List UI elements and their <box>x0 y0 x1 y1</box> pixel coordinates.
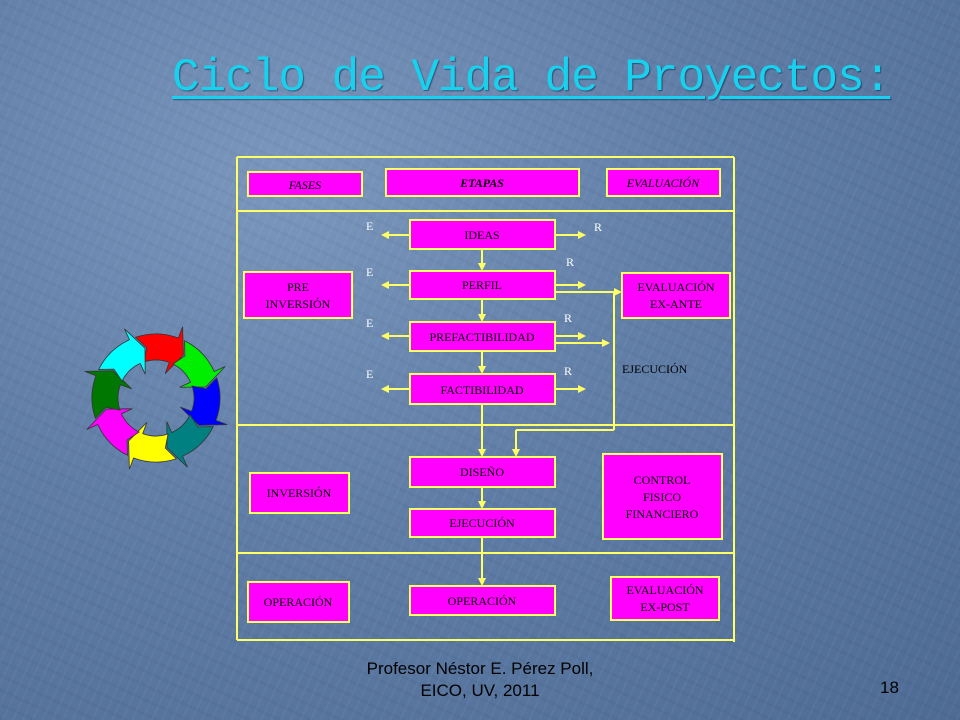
r-arrows <box>555 231 586 393</box>
etapa-diseno-box: DISEÑO <box>409 456 556 488</box>
control-fisico-financiero-box: CONTROL FISICO FINANCIERO <box>602 453 723 540</box>
r-label-ideas: R <box>594 220 602 234</box>
page-number: 18 <box>880 678 899 697</box>
e-label-perfil: E <box>366 265 373 279</box>
fase-inversion-label: INVERSIÓN <box>267 486 332 500</box>
r-label-prefactibilidad: R <box>564 311 572 325</box>
diagram-frame <box>236 156 735 642</box>
header-etapas-label: ETAPAS <box>459 176 504 190</box>
footer-line1: Profesor Néstor E. Pérez Poll, <box>366 659 594 678</box>
fase-operacion-label: OPERACIÓN <box>264 595 333 609</box>
etapa-operacion-label: OPERACIÓN <box>448 594 517 608</box>
control-line1: CONTROL <box>634 473 691 487</box>
control-line3: FINANCIERO <box>626 507 699 521</box>
fase-inversion-box: INVERSIÓN <box>249 472 350 514</box>
header-etapas-box: ETAPAS <box>385 168 580 197</box>
etapa-prefactibilidad-box: PREFACTIBILIDAD <box>409 321 556 352</box>
e-labels: E E E E <box>366 219 373 381</box>
footer-line2: EICO, UV, 2011 <box>420 681 540 700</box>
control-line2: FISICO <box>643 490 681 504</box>
cycle-arrows-group <box>84 326 228 470</box>
header-fases-box: FASES <box>247 171 363 197</box>
etapa-ideas-label: IDEAS <box>464 228 499 242</box>
ejecucion-flow-label: EJECUCIÓN <box>622 362 688 376</box>
cycle-arrows-icon <box>84 326 228 470</box>
fase-preinversion-line2: INVERSIÓN <box>266 297 331 311</box>
etapa-ideas-box: IDEAS <box>409 219 556 250</box>
r-labels: R R R R <box>564 220 602 378</box>
evaluacion-exante-line2: EX-ANTE <box>650 297 702 311</box>
r-label-factibilidad: R <box>564 364 572 378</box>
etapa-diseno-label: DISEÑO <box>460 465 504 479</box>
e-label-prefactibilidad: E <box>366 316 373 330</box>
etapa-perfil-box: PERFIL <box>409 270 556 300</box>
slide-footer: Profesor Néstor E. Pérez Poll, EICO, UV,… <box>330 658 630 702</box>
etapa-ejecucion-label: EJECUCIÓN <box>449 516 515 530</box>
etapa-factibilidad-label: FACTIBILIDAD <box>440 383 523 397</box>
evaluacion-exante-box: EVALUACIÓN EX-ANTE <box>621 272 731 319</box>
header-evaluacion-label: EVALUACIÓN <box>626 176 700 190</box>
exante-connectors <box>512 288 622 457</box>
etapa-operacion-box: OPERACIÓN <box>409 585 556 616</box>
evaluacion-expost-line2: EX-POST <box>640 600 690 614</box>
fase-operacion-box: OPERACIÓN <box>247 581 350 623</box>
e-label-factibilidad: E <box>366 367 373 381</box>
etapa-perfil-label: PERFIL <box>462 278 502 292</box>
fase-preinversion-line1: PRE <box>287 280 309 294</box>
etapa-ejecucion-box: EJECUCIÓN <box>409 508 556 538</box>
evaluacion-expost-box: EVALUACIÓN EX-POST <box>610 576 720 621</box>
header-fases-label: FASES <box>288 178 321 192</box>
etapa-prefactibilidad-label: PREFACTIBILIDAD <box>429 330 534 344</box>
header-evaluacion-box: EVALUACIÓN <box>606 168 721 197</box>
cycle-arrow-segment <box>98 328 146 382</box>
slide-title: Ciclo de Vida de Proyectos: <box>172 52 891 104</box>
etapa-factibilidad-box: FACTIBILIDAD <box>409 373 556 405</box>
e-label-ideas: E <box>366 219 373 233</box>
evaluacion-exante-line1: EVALUACIÓN <box>637 280 714 294</box>
fase-preinversion-box: PRE INVERSIÓN <box>243 271 353 319</box>
e-arrows <box>381 231 410 393</box>
r-label-perfil: R <box>566 255 574 269</box>
evaluacion-expost-line1: EVALUACIÓN <box>626 583 703 597</box>
